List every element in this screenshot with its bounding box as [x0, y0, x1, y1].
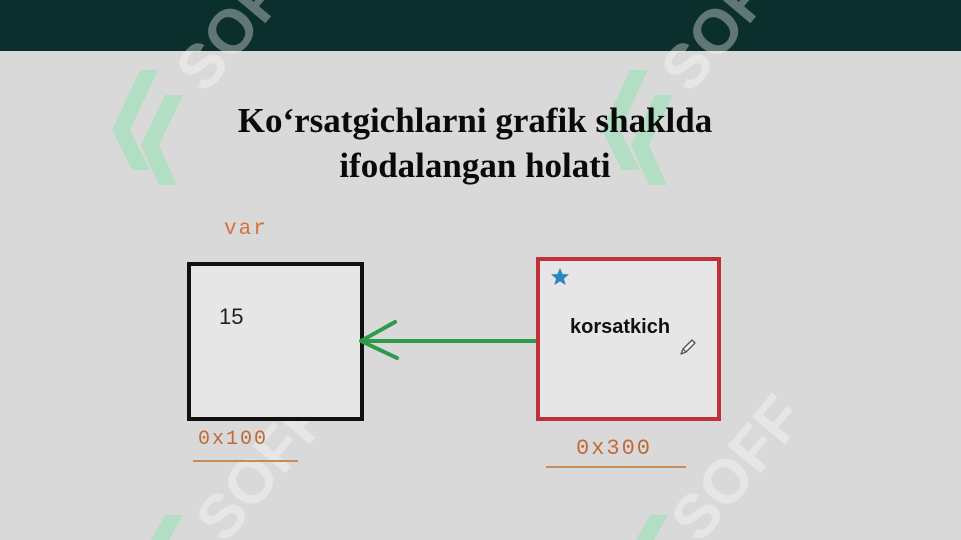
- pencil-icon: [680, 339, 696, 355]
- watermark-logo-mark: [636, 515, 668, 540]
- slide-title-line1: Ko‘rsatgichlarni grafik shaklda: [237, 101, 713, 140]
- watermark-logo-mark: [151, 515, 183, 540]
- variable-address-label: 0x100: [198, 428, 269, 451]
- slide-title-line2: ifodalangan holati: [339, 146, 611, 185]
- pointer-address-underline: [546, 466, 686, 468]
- star-icon: [551, 268, 569, 285]
- slide-title: Ko‘rsatgichlarni grafik shaklda ifodalan…: [150, 98, 800, 188]
- pointer-name: korsatkich: [570, 316, 671, 338]
- variable-memory-box: 15: [187, 262, 364, 421]
- top-header-bar: [0, 0, 961, 51]
- pointer-address-label: 0x300: [576, 436, 653, 461]
- variable-value: 15: [219, 304, 244, 329]
- variable-name-label: var: [224, 218, 268, 241]
- pointer-arrow: [359, 320, 545, 360]
- variable-address-underline: [193, 460, 298, 462]
- pointer-memory-box: korsatkich: [536, 257, 721, 421]
